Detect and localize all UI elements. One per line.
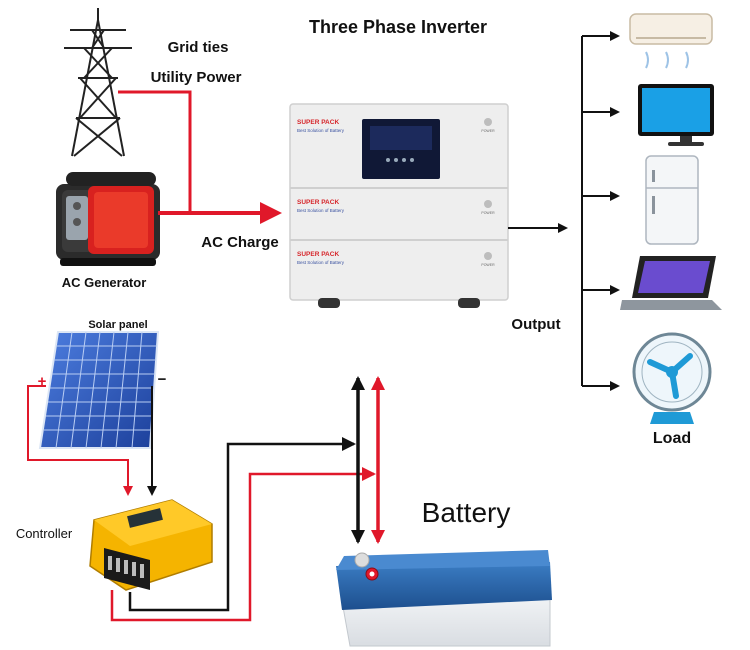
laptop-icon: [620, 256, 722, 310]
module-power-label: POWER: [481, 211, 495, 215]
transmission-tower-icon: [64, 8, 132, 157]
module-tagline: Best Solution of Battery: [297, 208, 345, 213]
grid-label-line1: Grid ties: [168, 39, 229, 56]
module-power-label: POWER: [481, 129, 495, 133]
power-button-icon: [484, 200, 492, 208]
generator-label: AC Generator: [62, 275, 147, 290]
grid-label-line2: Utility Power: [151, 69, 242, 86]
controller-red-wire: [110, 467, 376, 622]
module-brand: SUPER PACK: [297, 199, 339, 206]
battery-icon: [336, 550, 552, 647]
module-power-label: POWER: [481, 263, 495, 267]
solar-panel-label: Solar panel: [88, 319, 147, 331]
solar-plus-label: +: [38, 373, 47, 390]
solar-panel-icon: [38, 331, 160, 449]
controller-black-wire: [128, 437, 356, 612]
module-tagline: Best Solution of Battery: [297, 128, 345, 133]
module-tagline: Best Solution of Battery: [297, 260, 345, 265]
inverter-module-2: SUPER PACK Best Solution of Battery POWE…: [297, 199, 495, 215]
load-bus: [581, 31, 620, 391]
inverter-module-1: SUPER PACK Best Solution of Battery POWE…: [297, 118, 495, 133]
load-label: Load: [653, 430, 691, 447]
power-button-icon: [484, 252, 492, 260]
diagram-title: Three Phase Inverter: [309, 17, 487, 37]
fan-icon: [632, 332, 712, 424]
controller-label: Controller: [16, 526, 73, 541]
charge-controller-icon: [89, 499, 213, 591]
module-brand: SUPER PACK: [297, 119, 339, 126]
inverter-module-3: SUPER PACK Best Solution of Battery POWE…: [297, 251, 495, 267]
battery-terminal-icon: [354, 552, 370, 568]
fridge-icon: [645, 155, 699, 245]
solar-positive-wire: [27, 385, 133, 496]
solar-minus-label: −: [158, 371, 167, 388]
battery-label: Battery: [422, 497, 511, 528]
module-brand: SUPER PACK: [297, 251, 339, 258]
ac-charge-label: AC Charge: [201, 234, 279, 251]
tv-icon: [638, 84, 714, 146]
air-conditioner-icon: [629, 13, 713, 69]
generator-icon: [56, 172, 160, 266]
three-phase-inverter: [289, 103, 509, 308]
output-label: Output: [511, 316, 560, 333]
power-button-icon: [484, 118, 492, 126]
grid-wire: [118, 90, 192, 213]
